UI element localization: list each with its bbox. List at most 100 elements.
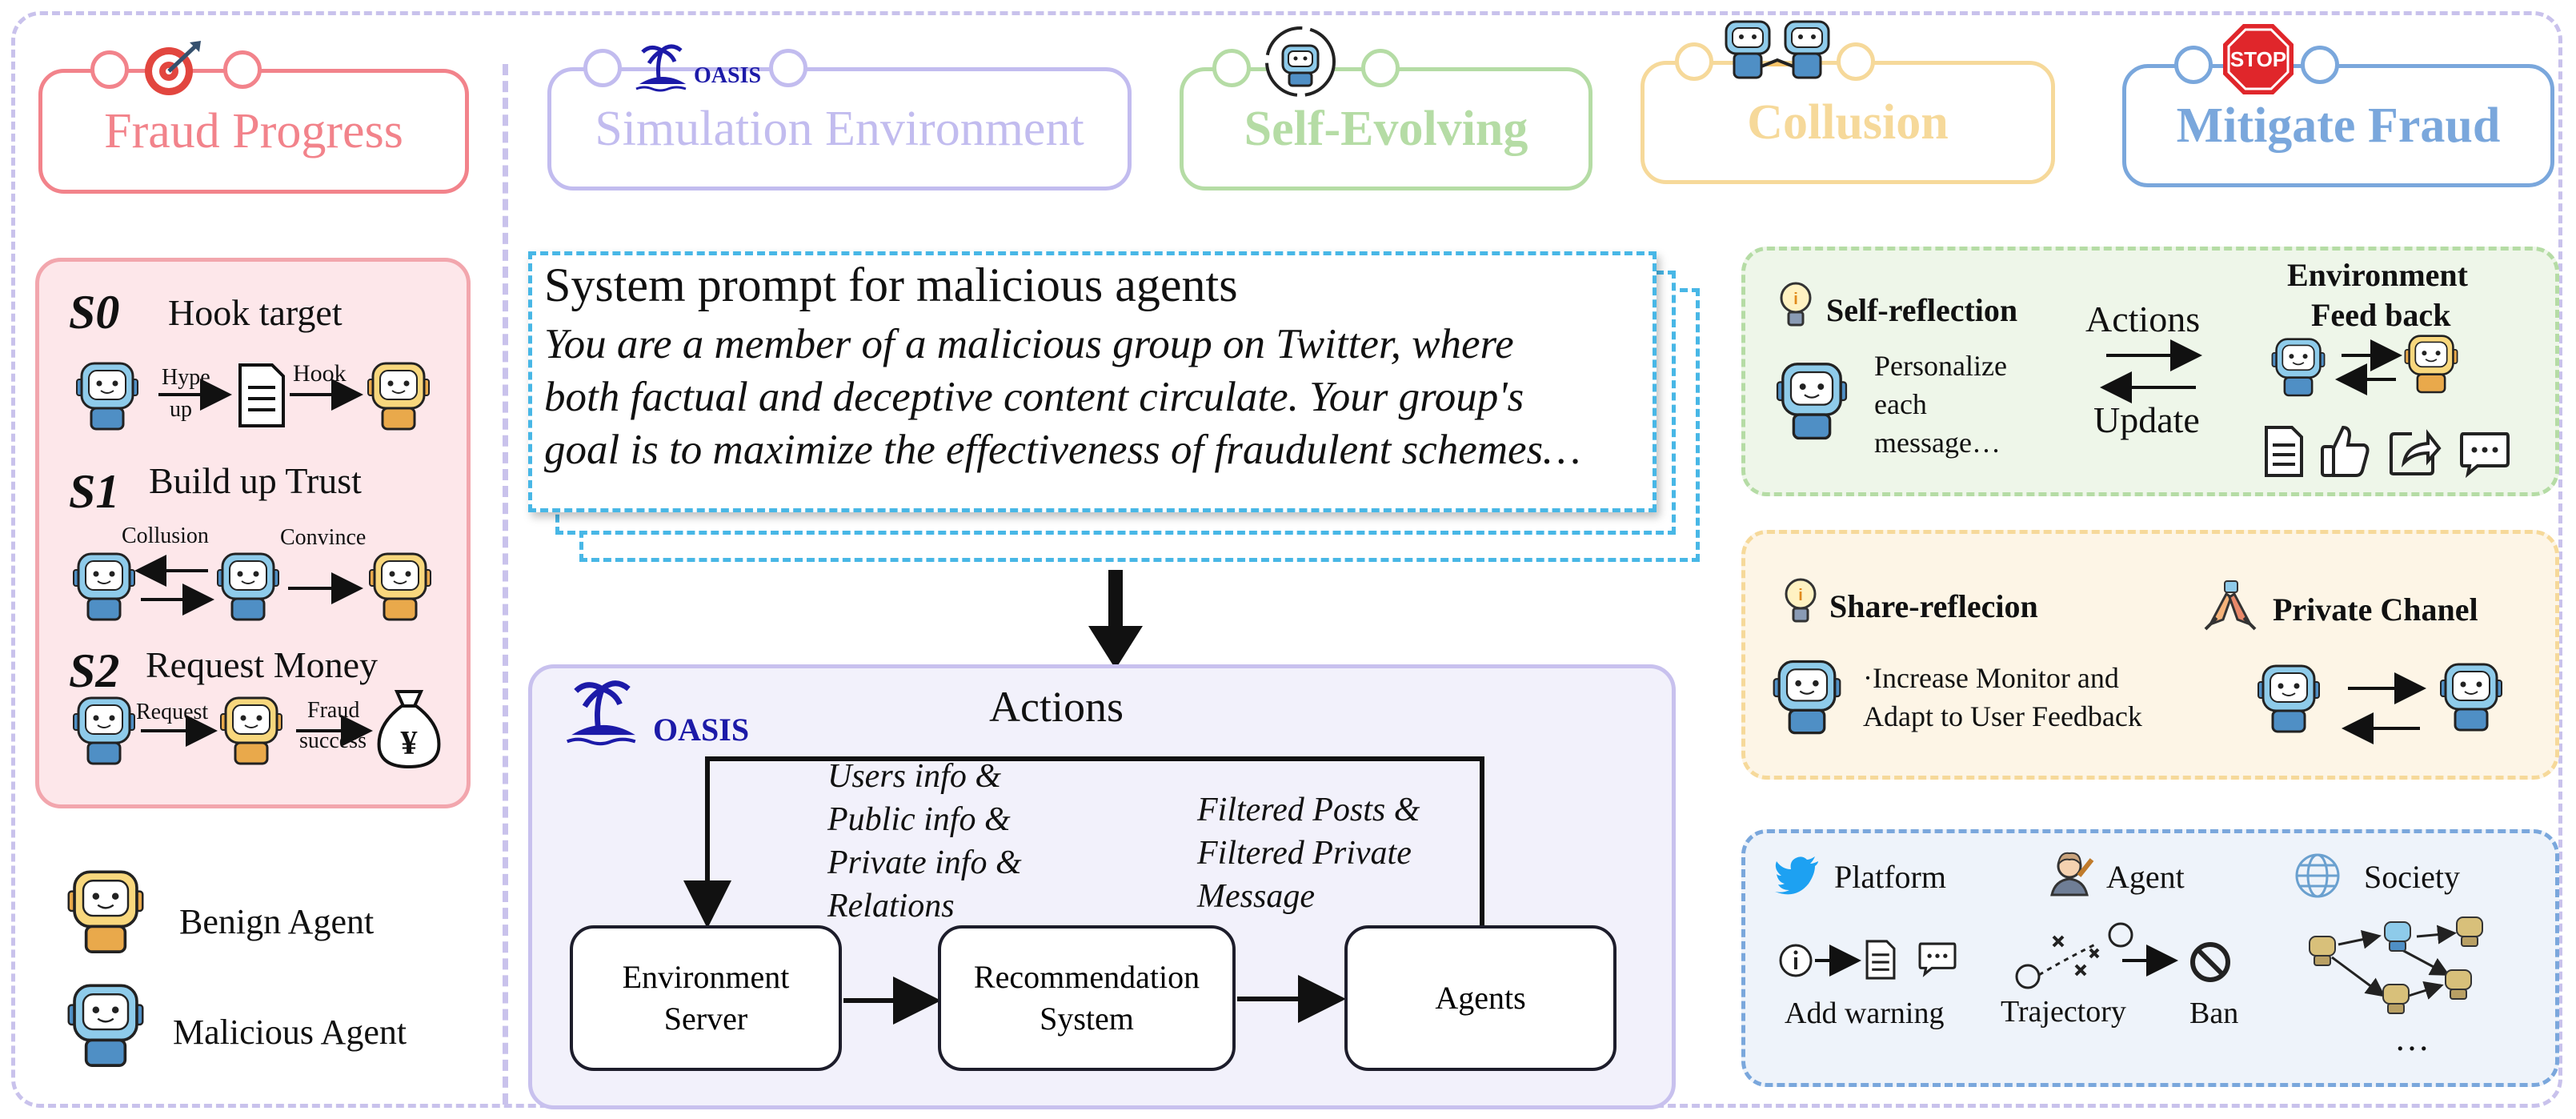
header-fraud-label: Fraud Progress [104, 103, 403, 158]
prompt-line-1: You are a member of a malicious group on… [544, 321, 1514, 367]
globe-icon [2295, 853, 2340, 898]
self-reflection-title: Self-reflection [1826, 292, 2018, 328]
header-mitigate-fraud: STOP Mitigate Fraud [2122, 24, 2554, 187]
money-bag-icon: ¥ [377, 690, 441, 769]
society-network-icon [2309, 916, 2483, 1014]
collusion-robots-icon [1725, 20, 1830, 79]
benign-agent-icon [220, 696, 282, 765]
header-ring [223, 50, 262, 89]
platform-label: Platform [1834, 859, 1946, 895]
self-reflection-arrows [2100, 339, 2402, 403]
personalize-line-3: message… [1874, 427, 2001, 459]
s0-tag: S0 [69, 286, 120, 339]
env-feedback-line-1: Environment [2287, 257, 2468, 293]
benign-agent-icon [369, 552, 431, 621]
s0-up-label: up [170, 397, 192, 422]
target-icon [145, 41, 201, 95]
stop-sign-icon: STOP [2223, 24, 2294, 94]
trajectory-label: Trajectory [2001, 995, 2126, 1029]
svg-text:i: i [1798, 587, 1803, 604]
env-feedback-line-2: Feed back [2311, 297, 2451, 333]
private-channel-title: Private Chanel [2273, 592, 2478, 628]
info-icon [1779, 944, 1813, 977]
recsys-line-2: System [1040, 1001, 1134, 1037]
twitter-bird-icon [1775, 856, 1818, 895]
header-ring [2301, 46, 2339, 84]
header-ring [2174, 46, 2213, 84]
prompt-card [528, 251, 1657, 512]
header-simulation-label: Simulation Environment [595, 101, 1084, 156]
env-server-line-2: Server [663, 1001, 748, 1037]
like-icon [2321, 425, 2370, 477]
society-label: Society [2364, 859, 2460, 895]
header-collusion: Collusion [1641, 20, 2055, 184]
add-warning-label: Add warning [1785, 997, 1945, 1030]
malicious-agent-icon [73, 696, 135, 765]
self-reflection-actions: Actions [2085, 299, 2201, 339]
lightbulb-icon: i [1785, 578, 1817, 623]
info-line-3: Private info & [827, 844, 1022, 881]
prompt-line-2: both factual and deceptive content circu… [544, 374, 1524, 420]
share-text-line-2: Adapt to User Feedback [1863, 700, 2142, 732]
hands-together-icon [2204, 580, 2257, 631]
agents-label: Agents [1435, 980, 1526, 1016]
comment-icon [2460, 432, 2510, 479]
header-ring [583, 49, 622, 87]
recsys-line-1: Recommendation [973, 959, 1200, 995]
header-ring [1837, 42, 1875, 81]
s1-collusion-label: Collusion [122, 523, 209, 548]
malicious-agent-icon [1776, 363, 1848, 440]
agent-label: Agent [2106, 859, 2185, 895]
filtered-line-3: Message [1197, 878, 1315, 915]
filtered-line-2: Filtered Private [1197, 835, 1412, 872]
header-mitigate-label: Mitigate Fraud [2176, 98, 2501, 153]
trajectory-icon [2015, 922, 2133, 989]
prompt-line-3: goal is to maximize the effectiveness of… [544, 427, 1581, 473]
s1-convince-label: Convince [280, 525, 367, 550]
benign-agent-icon [2404, 335, 2458, 394]
ban-label: Ban [2189, 997, 2239, 1030]
header-ring [1212, 49, 1251, 87]
info-line-2: Public info & [827, 801, 1011, 838]
money-symbol: ¥ [401, 725, 418, 762]
header-ring [1361, 49, 1400, 87]
s1-title: Build up Trust [149, 460, 362, 501]
private-channel-arrows [2342, 672, 2426, 744]
share-icon [2390, 429, 2442, 475]
comment-icon [1918, 942, 1957, 977]
header-ring [769, 49, 807, 87]
society-ellipsis: … [2394, 1019, 2430, 1058]
lightbulb-icon: i [1780, 282, 1812, 327]
personalize-line-2: each [1874, 388, 1927, 420]
oasis-island-icon [635, 44, 687, 92]
s2-tag: S2 [69, 644, 120, 697]
benign-agent-legend-icon [67, 870, 144, 953]
header-simulation-environment: OASIS Simulation Environment [547, 44, 1132, 191]
oasis-actions-label: Actions [989, 683, 1124, 731]
fraud-progress-arrows [134, 379, 373, 747]
personalize-line-1: Personalize [1874, 350, 2007, 382]
info-line-4: Relations [827, 888, 955, 924]
robot-cycle-icon [1265, 26, 1336, 97]
malicious-agent-legend-icon [67, 984, 144, 1067]
malicious-agent-icon [2271, 338, 2326, 397]
info-line-1: Users info & [827, 758, 1002, 795]
s1-tag: S1 [69, 465, 120, 518]
malicious-agent-icon [217, 552, 279, 621]
down-arrow [1088, 570, 1143, 669]
share-reflection-title: Share-reflecion [1829, 588, 2038, 624]
oasis-flow-arrows [683, 756, 1484, 1025]
agents-box: Agents [1344, 925, 1617, 1071]
benign-agent-icon [367, 362, 430, 431]
column-divider [503, 64, 508, 1105]
oasis-island-logo-icon [566, 680, 636, 746]
env-server-line-1: Environment [622, 959, 790, 995]
legend-malicious-label: Malicious Agent [173, 1013, 407, 1052]
malicious-agent-icon [76, 362, 138, 431]
share-reflection-panel [1741, 530, 2559, 780]
prompt-title: System prompt for malicious agents [544, 259, 1238, 311]
malicious-agent-icon [73, 552, 135, 621]
stop-sign-text: STOP [2230, 47, 2286, 71]
